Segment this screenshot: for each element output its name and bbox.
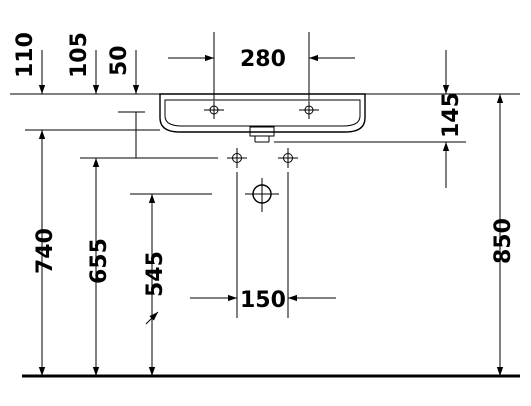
tap-hole-left	[204, 101, 224, 119]
dimension-label-850: 850	[491, 218, 516, 264]
water-connection-left	[227, 148, 247, 168]
dimension-105: 105	[67, 32, 100, 94]
dimension-label-145: 145	[439, 92, 464, 138]
dimension-label-110: 110	[13, 32, 38, 78]
dimension-740: 740	[33, 130, 58, 376]
dimension-280: 280	[168, 32, 355, 100]
dimension-850: 850	[491, 94, 516, 376]
dimension-655: 655	[87, 158, 112, 376]
dimension-145: 145	[274, 50, 520, 188]
dimension-50: 50	[80, 45, 218, 159]
dimension-545: 545	[130, 193, 212, 376]
dimension-110: 110	[10, 32, 160, 95]
dimension-label-50: 50	[107, 45, 132, 76]
dimension-label-105: 105	[67, 32, 92, 78]
dimension-150: 150	[190, 172, 336, 318]
basin-outline	[159, 93, 366, 143]
dimension-label-150: 150	[240, 288, 286, 313]
waste-connection	[245, 178, 279, 212]
water-connection-right	[278, 148, 298, 168]
dimension-label-545: 545	[143, 251, 168, 297]
dimension-label-655: 655	[87, 238, 112, 284]
dimension-label-740: 740	[33, 228, 58, 274]
tap-hole-right	[299, 101, 319, 119]
dimension-label-280: 280	[240, 47, 286, 72]
